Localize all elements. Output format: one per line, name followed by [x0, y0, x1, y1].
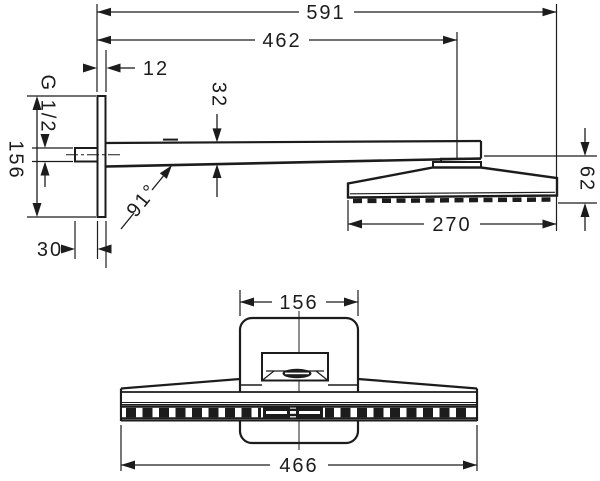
arrow-left [97, 7, 111, 17]
arrow-up [212, 164, 222, 178]
arrow-right [542, 7, 557, 17]
shower-head-side [346, 157, 559, 204]
dim-591-label: 591 [306, 2, 345, 24]
dim-62: 62 [576, 128, 598, 231]
arrow-up [40, 161, 50, 176]
extension-lines-side [27, 4, 597, 268]
dim-62-label: 62 [576, 166, 598, 192]
dim-591: 591 [97, 2, 557, 24]
shower-arm [105, 138, 483, 168]
dim-462: 462 [97, 30, 457, 52]
dim-g-half-label: G 1/2 [37, 75, 59, 134]
dim-270-label: 270 [432, 214, 471, 236]
arrow-left-in [106, 63, 121, 73]
wall-plate-side [96, 95, 107, 218]
arrow-down [40, 134, 50, 148]
front-view: 156 466 [119, 290, 479, 477]
arrow-right [344, 297, 358, 307]
dim-32: 32 [208, 82, 230, 197]
arrow-left [97, 35, 111, 45]
dim-156-side: 156 [5, 96, 42, 217]
nozzle-band [121, 391, 477, 422]
arrow-down [212, 128, 222, 143]
arrow-down [32, 203, 42, 217]
arrow-left-in [97, 244, 112, 254]
center-nozzle-cluster [261, 406, 325, 419]
supply-pipe [66, 147, 122, 163]
arrow-up [32, 96, 42, 110]
arrow-down [580, 142, 590, 156]
side-view: 591 462 12 G 1/2 156 [5, 2, 598, 268]
dim-91deg-label: 91° [122, 180, 162, 222]
dim-12-label: 12 [143, 58, 169, 80]
arm-connector-front [261, 352, 329, 382]
spray-face-side [352, 197, 553, 204]
dim-91deg: 91° [120, 165, 172, 230]
dim-466: 466 [120, 425, 478, 477]
arrow-up [580, 203, 590, 217]
dim-156-front: 156 [239, 290, 359, 316]
dim-270: 270 [348, 214, 557, 236]
shower-head-front [119, 377, 479, 421]
dim-156-front-label: 156 [279, 292, 318, 314]
arm-screw-detail [163, 138, 178, 141]
arrow-right-in [61, 244, 75, 254]
arrow-left [121, 460, 135, 470]
dim-466-label: 466 [279, 455, 318, 477]
dim-g-half: G 1/2 [37, 75, 59, 187]
dim-30: 30 [37, 239, 112, 261]
arrow-left [348, 219, 362, 229]
dim-462-label: 462 [262, 30, 301, 52]
arrow-right [443, 35, 457, 45]
arrow-right [463, 460, 477, 470]
dim-156-side-label: 156 [5, 140, 27, 179]
arrow-left [240, 297, 254, 307]
arrow-right-in [83, 63, 97, 73]
arrow-angle [159, 165, 172, 179]
dim-12: 12 [83, 58, 169, 80]
arrow-right [542, 219, 557, 229]
dim-30-label: 30 [37, 239, 63, 261]
dim-32-label: 32 [208, 82, 230, 108]
